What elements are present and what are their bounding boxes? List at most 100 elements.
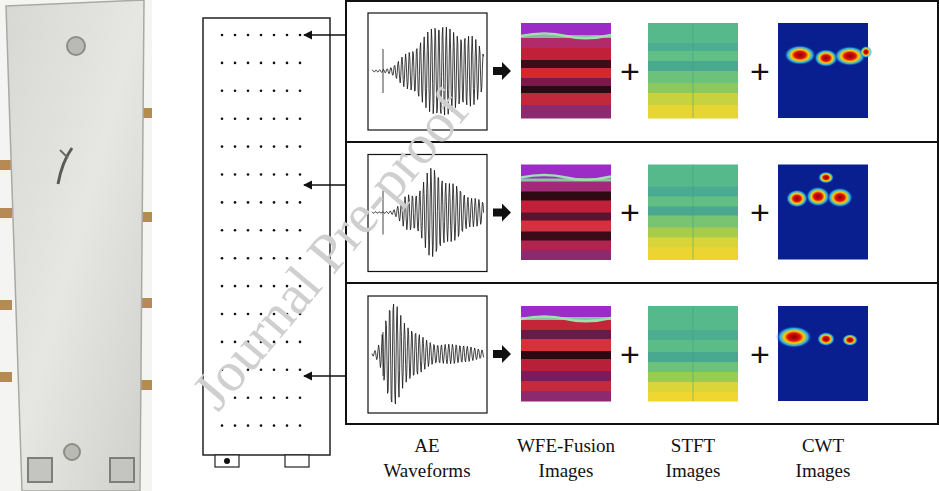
pointer-arrow bbox=[304, 184, 346, 185]
measure-point bbox=[234, 117, 237, 120]
measure-point bbox=[286, 201, 289, 204]
wood-support bbox=[0, 372, 12, 382]
measure-point bbox=[260, 34, 263, 37]
trigger-marker bbox=[383, 332, 384, 376]
measure-point bbox=[260, 90, 263, 93]
wfe-stripe bbox=[521, 68, 611, 79]
measure-point bbox=[286, 34, 289, 37]
measure-point bbox=[273, 341, 276, 344]
measure-point bbox=[221, 285, 224, 288]
ae-waveform bbox=[372, 304, 484, 404]
wfe-ridge bbox=[521, 317, 611, 322]
base-pin bbox=[224, 458, 230, 464]
measure-point bbox=[247, 396, 250, 399]
cwt-blob bbox=[817, 332, 835, 346]
waveform-box bbox=[368, 296, 487, 413]
measure-point bbox=[299, 313, 302, 316]
transform-arrow bbox=[493, 345, 511, 363]
measure-point bbox=[234, 90, 237, 93]
wfe-stripe bbox=[521, 105, 611, 119]
image-rows bbox=[368, 13, 872, 413]
measure-point bbox=[273, 117, 276, 120]
measure-point bbox=[286, 145, 289, 148]
clamp bbox=[110, 458, 134, 482]
wfe-stripe bbox=[521, 221, 611, 233]
cwt-blob bbox=[818, 172, 834, 184]
plate-photo bbox=[0, 0, 152, 491]
cwt-ground bbox=[778, 23, 868, 118]
wfe-stripe bbox=[521, 232, 611, 242]
wfe-stripe bbox=[521, 38, 611, 49]
wfe-stripe bbox=[521, 60, 611, 69]
measure-point bbox=[234, 396, 237, 399]
photo-ground bbox=[0, 0, 152, 491]
column-caption: CWT Images bbox=[786, 433, 860, 483]
wfe-stripe bbox=[521, 359, 611, 372]
measure-point bbox=[286, 257, 289, 260]
wood-support bbox=[0, 300, 12, 310]
measure-point bbox=[234, 341, 237, 344]
measure-point bbox=[286, 62, 289, 65]
measure-point bbox=[260, 145, 263, 148]
base-block bbox=[285, 455, 309, 467]
measure-point bbox=[299, 229, 302, 232]
measure-point bbox=[247, 173, 250, 176]
column-caption: STFT Images bbox=[656, 433, 730, 483]
frame-divider bbox=[346, 141, 938, 143]
measure-point bbox=[234, 313, 237, 316]
frame bbox=[346, 1, 938, 424]
measure-point bbox=[260, 369, 263, 372]
crack-mark bbox=[60, 150, 68, 158]
measure-point bbox=[273, 145, 276, 148]
plus-sign: + bbox=[613, 337, 647, 371]
pointer-arrow bbox=[304, 375, 346, 376]
measure-point bbox=[234, 369, 237, 372]
measure-point bbox=[260, 424, 263, 427]
stft-column bbox=[693, 23, 694, 118]
image-frames bbox=[304, 1, 938, 424]
base-block bbox=[215, 455, 239, 467]
measure-point bbox=[234, 424, 237, 427]
measure-point bbox=[221, 90, 224, 93]
measure-point bbox=[234, 62, 237, 65]
wfe-ridge bbox=[521, 175, 611, 180]
wfe-stripe bbox=[521, 251, 611, 261]
measure-point bbox=[234, 257, 237, 260]
measure-point bbox=[234, 201, 237, 204]
measure-point bbox=[299, 117, 302, 120]
measure-point bbox=[273, 34, 276, 37]
measure-point bbox=[260, 117, 263, 120]
measure-point bbox=[247, 257, 250, 260]
ae-waveform bbox=[372, 27, 484, 115]
measure-point bbox=[299, 424, 302, 427]
measure-point bbox=[247, 369, 250, 372]
trigger-marker bbox=[383, 49, 384, 93]
measure-point bbox=[247, 424, 250, 427]
measure-point bbox=[299, 257, 302, 260]
measure-point bbox=[260, 257, 263, 260]
measure-point bbox=[299, 145, 302, 148]
bolt bbox=[64, 444, 80, 460]
measure-point bbox=[221, 229, 224, 232]
stft-column bbox=[693, 165, 694, 260]
measure-point bbox=[286, 313, 289, 316]
stft-column bbox=[693, 306, 694, 401]
column-caption: AE Waveforms bbox=[377, 433, 477, 483]
frame-divider bbox=[346, 282, 938, 284]
measure-point bbox=[221, 424, 224, 427]
wfe-stripe bbox=[521, 339, 611, 352]
crack-mark bbox=[58, 148, 72, 184]
measure-point bbox=[221, 257, 224, 260]
measure-point bbox=[299, 90, 302, 93]
measure-point bbox=[273, 285, 276, 288]
measure-point bbox=[286, 117, 289, 120]
measure-point bbox=[299, 201, 302, 204]
measure-point bbox=[260, 285, 263, 288]
measure-point bbox=[247, 229, 250, 232]
measure-point bbox=[273, 201, 276, 204]
plus-sign: + bbox=[743, 54, 777, 88]
cwt-ground bbox=[778, 306, 868, 401]
measure-point bbox=[286, 90, 289, 93]
wfe-stripe bbox=[521, 317, 611, 321]
wfe-stripe bbox=[521, 182, 611, 193]
